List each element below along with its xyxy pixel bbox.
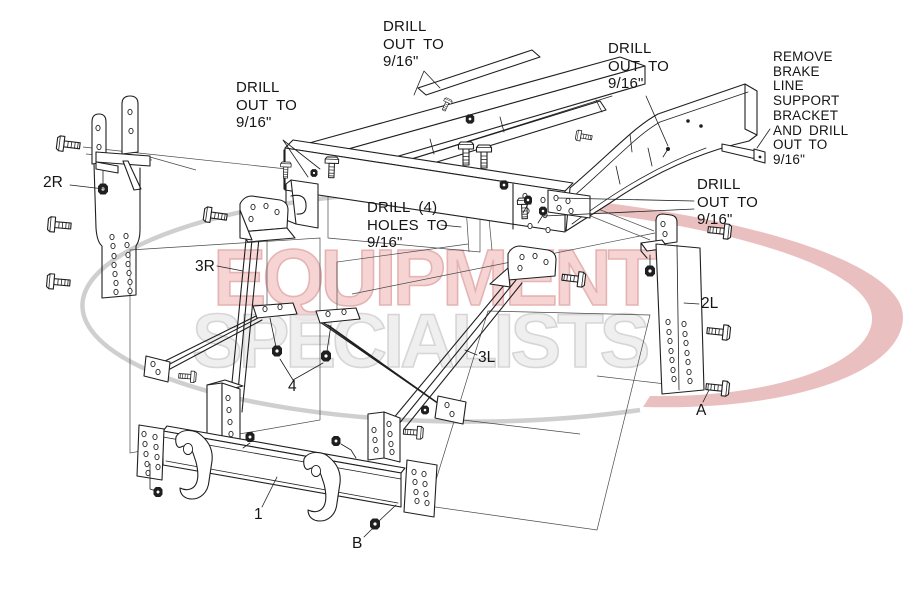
part-label-4: 4 bbox=[288, 378, 297, 395]
part-label-b: B bbox=[352, 535, 363, 552]
mount-bracket-2l bbox=[640, 213, 705, 395]
brace-3r bbox=[228, 195, 296, 414]
callout-remove-brake: REMOVE BRAKE LINE SUPPORT BRACKET AND DR… bbox=[773, 49, 849, 167]
callout-drill-right: DRILL OUT TO 9/16" bbox=[608, 40, 670, 92]
angle-brace-left-4 bbox=[143, 302, 298, 383]
callout-drill-top: DRILL OUT TO 9/16" bbox=[383, 18, 445, 70]
part-label-1: 1 bbox=[254, 506, 263, 523]
part-label-a: A bbox=[696, 402, 707, 419]
callout-drill-four: DRILL (4) HOLES TO 9/16" bbox=[367, 199, 448, 251]
alignment-lines bbox=[82, 146, 701, 531]
leader-lines bbox=[69, 70, 771, 538]
part-label-2r: 2R bbox=[43, 174, 63, 191]
part-label-2l: 2L bbox=[701, 295, 719, 312]
part-label-3l: 3L bbox=[478, 349, 496, 366]
push-beam-1 bbox=[136, 424, 438, 522]
brace-3l bbox=[391, 245, 557, 430]
watermark-logo: EQUIPMENT SPECIALISTS INC bbox=[80, 187, 904, 424]
callout-drill-left: DRILL OUT TO 9/16" bbox=[236, 79, 298, 131]
part-label-3r: 3R bbox=[195, 258, 215, 275]
watermark-word-2: SPECIALISTS bbox=[192, 299, 648, 384]
angle-brace-right-4 bbox=[315, 307, 467, 425]
mount-bracket-2r bbox=[91, 95, 151, 299]
callout-drill-mid-right: DRILL OUT TO 9/16" bbox=[697, 176, 759, 228]
